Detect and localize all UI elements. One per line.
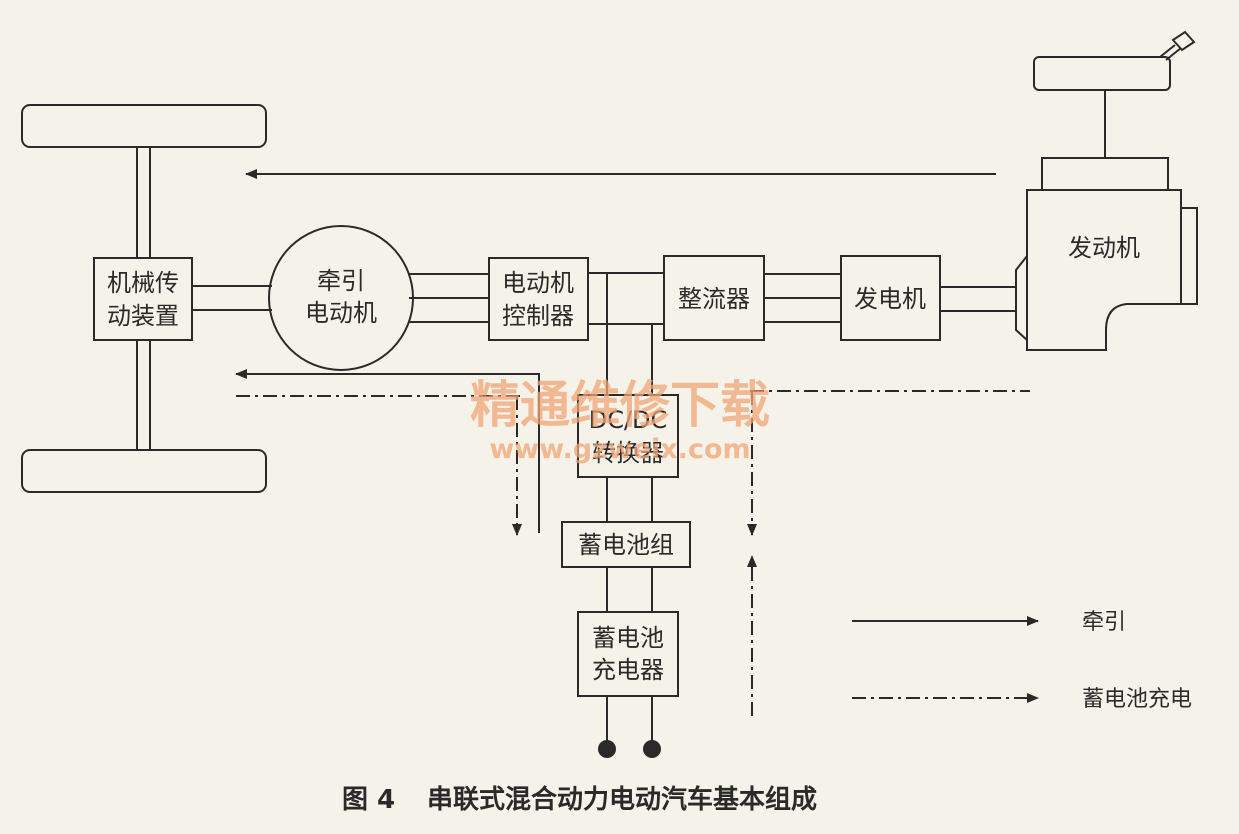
mech-transmission-label-1: 机械传: [107, 269, 179, 297]
figure-number: 图 4: [342, 785, 395, 815]
figure-title: 串联式混合动力电动汽车基本组成: [427, 784, 817, 815]
battery-charger-box: [577, 611, 679, 697]
engine-label: 发动机: [1068, 234, 1140, 262]
generator-box: [840, 255, 941, 341]
traction-motor-label-2: 电动机: [305, 299, 377, 327]
traction-flow-arrow-battery: [235, 369, 540, 533]
motor-controller-box: [488, 257, 589, 341]
battery-pack-box: [561, 521, 691, 568]
generator-label: 发电机: [854, 285, 926, 313]
motor-controller-label-2: 控制器: [502, 302, 574, 330]
dcdc-converter-box: [577, 394, 679, 478]
battery-charger-label-1: 蓄电池: [592, 624, 664, 652]
engine-body: [1026, 189, 1182, 351]
rectifier-label: 整流器: [678, 285, 750, 313]
traction-motor-circle: [268, 225, 414, 371]
fuel-tank: [1033, 56, 1171, 91]
battery-pack-label: 蓄电池组: [578, 531, 674, 559]
traction-motor-label-1: 牵引: [317, 267, 365, 295]
plug-terminal-left: [598, 740, 616, 758]
legend-charging-label: 蓄电池充电: [1082, 687, 1192, 712]
battery-charger-label-2: 充电器: [592, 656, 664, 684]
plug-terminal-right: [643, 740, 661, 758]
dcdc-converter-label-1: DC/DC: [589, 406, 668, 434]
mech-transmission-box: [93, 257, 193, 341]
legend-traction-label: 牵引: [1082, 610, 1126, 635]
watermark-text: 精通维修下载: [470, 376, 770, 434]
front-wheel: [21, 104, 267, 148]
motor-controller-label-1: 电动机: [502, 269, 574, 297]
rear-wheel: [21, 449, 267, 493]
dcdc-converter-label-2: 转换器: [592, 439, 664, 467]
watermark-url: www.gzweix.com: [489, 434, 750, 465]
mech-transmission-label-2: 动装置: [107, 302, 179, 330]
